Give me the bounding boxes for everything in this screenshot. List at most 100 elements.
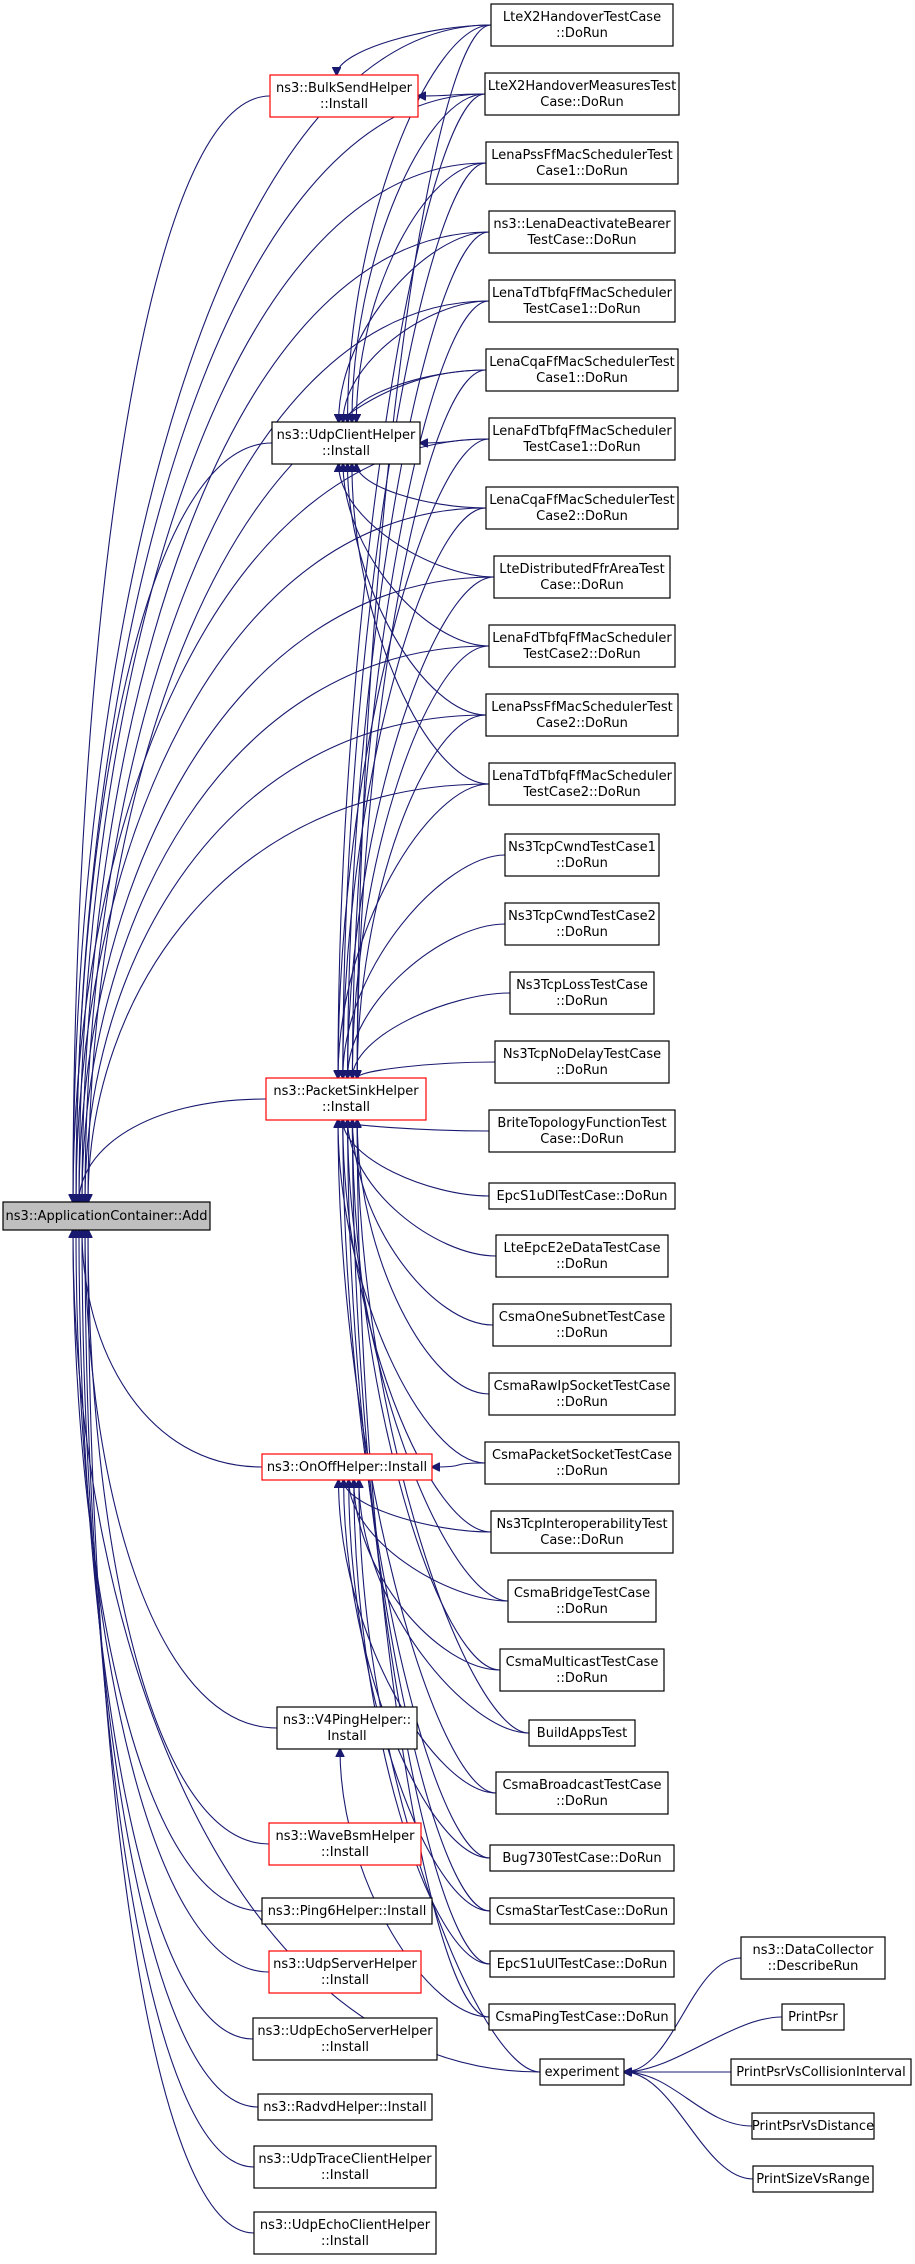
node-cwnd1[interactable]: Ns3TcpCwndTestCase1::DoRun xyxy=(504,833,660,877)
node-s1uul[interactable]: EpcS1uUlTestCase::DoRun xyxy=(489,1950,675,1978)
node-box[interactable] xyxy=(269,74,419,118)
node-nodelay[interactable]: Ns3TcpNoDelayTestCase::DoRun xyxy=(494,1040,670,1084)
node-experiment[interactable]: experiment xyxy=(539,2058,625,2086)
node-udpserver[interactable]: ns3::UdpServerHelper::Install xyxy=(268,1950,422,1994)
node-box[interactable] xyxy=(489,1950,675,1978)
node-datacollector[interactable]: ns3::DataCollector::DescribeRun xyxy=(740,1936,886,1980)
node-box[interactable] xyxy=(507,1579,657,1623)
node-box[interactable] xyxy=(261,1897,433,1925)
node-box[interactable] xyxy=(265,1077,427,1121)
node-box[interactable] xyxy=(495,1771,669,1815)
node-box[interactable] xyxy=(252,2017,438,2061)
node-box[interactable] xyxy=(495,1234,669,1278)
node-onoff[interactable]: ns3::OnOffHelper::Install xyxy=(261,1453,433,1481)
node-box[interactable] xyxy=(257,2093,433,2121)
node-box[interactable] xyxy=(488,279,676,323)
node-box[interactable] xyxy=(490,1510,674,1554)
node-packetsink[interactable]: ns3::PacketSinkHelper::Install xyxy=(265,1077,427,1121)
node-box[interactable] xyxy=(485,486,679,530)
node-box[interactable] xyxy=(539,2058,625,2086)
node-box[interactable] xyxy=(504,833,660,877)
node-box[interactable] xyxy=(493,555,671,599)
node-box[interactable] xyxy=(271,421,421,465)
node-box[interactable] xyxy=(492,1303,672,1347)
node-box[interactable] xyxy=(488,210,676,254)
node-box[interactable] xyxy=(488,1109,676,1153)
node-box[interactable] xyxy=(781,2003,845,2031)
node-root[interactable]: ns3::ApplicationContainer::Add xyxy=(2,1201,211,1231)
node-wavebsm[interactable]: ns3::WaveBsmHelper::Install xyxy=(268,1822,422,1866)
node-box[interactable] xyxy=(484,1441,680,1485)
node-printsize[interactable]: PrintSizeVsRange xyxy=(752,2165,874,2193)
node-box[interactable] xyxy=(485,693,679,737)
node-box[interactable] xyxy=(485,348,679,392)
node-box[interactable] xyxy=(488,417,676,461)
node-box[interactable] xyxy=(751,2112,875,2140)
node-packetsocket[interactable]: CsmaPacketSocketTestCase::DoRun xyxy=(484,1441,680,1485)
node-printpsrdist[interactable]: PrintPsrVsDistance xyxy=(751,2112,875,2140)
node-box[interactable] xyxy=(740,1936,886,1980)
node-box[interactable] xyxy=(488,1372,676,1416)
node-buildapps[interactable]: BuildAppsTest xyxy=(528,1719,636,1747)
node-box[interactable] xyxy=(489,1844,675,1872)
node-tcploss[interactable]: Ns3TcpLossTestCase::DoRun xyxy=(509,971,655,1015)
node-box[interactable] xyxy=(484,72,680,116)
node-box[interactable] xyxy=(488,2003,676,2031)
node-e2e[interactable]: LteEpcE2eDataTestCase::DoRun xyxy=(495,1234,669,1278)
node-x2handover[interactable]: LteX2HandoverTestCase::DoRun xyxy=(490,3,674,47)
node-printpsrcoll[interactable]: PrintPsrVsCollisionInterval xyxy=(730,2058,912,2086)
node-box[interactable] xyxy=(276,1706,418,1750)
node-box[interactable] xyxy=(499,1648,665,1692)
node-box[interactable] xyxy=(752,2165,874,2193)
node-box[interactable] xyxy=(488,1182,676,1210)
node-onesubnet[interactable]: CsmaOneSubnetTestCase::DoRun xyxy=(492,1303,672,1347)
node-broadcast[interactable]: CsmaBroadcastTestCase::DoRun xyxy=(495,1771,669,1815)
node-box[interactable] xyxy=(485,141,679,185)
node-star[interactable]: CsmaStarTestCase::DoRun xyxy=(489,1897,675,1925)
node-csmaping[interactable]: CsmaPingTestCase::DoRun xyxy=(488,2003,676,2031)
node-multicast[interactable]: CsmaMulticastTestCase::DoRun xyxy=(499,1648,665,1692)
node-box[interactable] xyxy=(268,1950,422,1994)
node-box[interactable] xyxy=(268,1822,422,1866)
node-udptrace[interactable]: ns3::UdpTraceClientHelper::Install xyxy=(253,2145,437,2189)
node-box[interactable] xyxy=(253,2145,437,2189)
node-radvd[interactable]: ns3::RadvdHelper::Install xyxy=(257,2093,433,2121)
node-box[interactable] xyxy=(488,624,676,668)
node-box[interactable] xyxy=(509,971,655,1015)
node-udpechoclient[interactable]: ns3::UdpEchoClientHelper::Install xyxy=(253,2211,437,2255)
node-box[interactable] xyxy=(504,902,660,946)
node-udpclient[interactable]: ns3::UdpClientHelper::Install xyxy=(271,421,421,465)
node-box[interactable] xyxy=(730,2058,912,2086)
node-box[interactable] xyxy=(261,1453,433,1481)
node-box[interactable] xyxy=(494,1040,670,1084)
node-rawip[interactable]: CsmaRawIpSocketTestCase::DoRun xyxy=(488,1372,676,1416)
node-box[interactable] xyxy=(2,1201,211,1231)
node-v4ping[interactable]: ns3::V4PingHelper::Install xyxy=(276,1706,418,1750)
node-box[interactable] xyxy=(528,1719,636,1747)
node-printpsr[interactable]: PrintPsr xyxy=(781,2003,845,2031)
node-box[interactable] xyxy=(489,1897,675,1925)
node-ping6[interactable]: ns3::Ping6Helper::Install xyxy=(261,1897,433,1925)
node-bridge[interactable]: CsmaBridgeTestCase::DoRun xyxy=(507,1579,657,1623)
node-bulksend[interactable]: ns3::BulkSendHelper::Install xyxy=(269,74,419,118)
node-box[interactable] xyxy=(253,2211,437,2255)
node-box[interactable] xyxy=(488,762,676,806)
node-s1udl[interactable]: EpcS1uDlTestCase::DoRun xyxy=(488,1182,676,1210)
node-box[interactable] xyxy=(490,3,674,47)
node-bug730[interactable]: Bug730TestCase::DoRun xyxy=(489,1844,675,1872)
node-cwnd2[interactable]: Ns3TcpCwndTestCase2::DoRun xyxy=(504,902,660,946)
node-udpechoserver[interactable]: ns3::UdpEchoServerHelper::Install xyxy=(252,2017,438,2061)
